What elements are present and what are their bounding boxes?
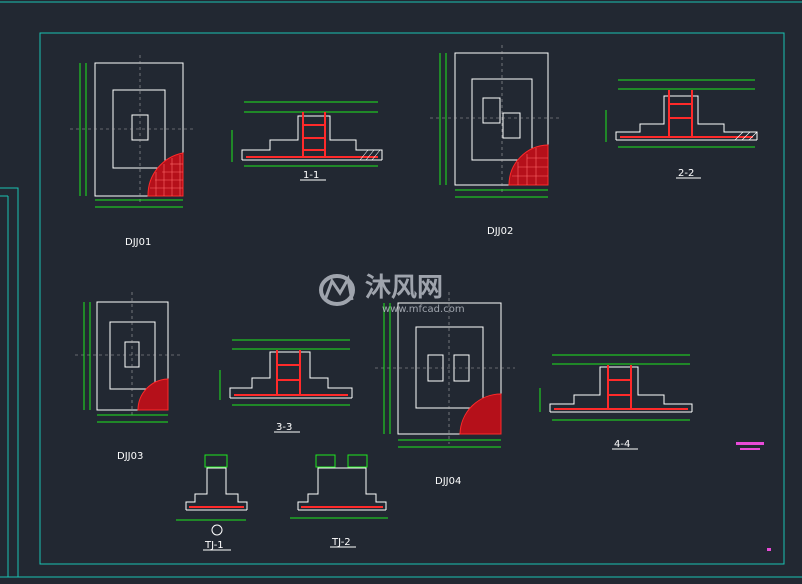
label-tj2: TJ-2: [331, 537, 351, 548]
label-4-4: 4-4: [614, 439, 630, 450]
label-djj04: DJJ04: [435, 476, 461, 487]
notes: [736, 442, 771, 551]
label-djj02: DJJ02: [487, 226, 513, 237]
label-djj03: DJJ03: [117, 451, 143, 462]
label-2-2: 2-2: [678, 168, 694, 179]
plan-djj01: DJJ01: [70, 55, 195, 248]
section-tj1: TJ-1: [176, 454, 248, 551]
section-1-1: 1-1: [231, 101, 383, 181]
section-tj2: TJ-2: [290, 454, 388, 548]
plan-djj04: DJJ04: [375, 292, 515, 487]
label-tj1: TJ-1: [204, 540, 224, 551]
watermark-url: www.mfcad.com: [382, 304, 465, 315]
section-3-3: 3-3: [219, 339, 353, 433]
section-2-2: 2-2: [605, 79, 758, 179]
watermark-brand: 沐风网: [365, 273, 443, 303]
section-4-4: 4-4: [539, 354, 693, 450]
mf-logo-icon: [319, 274, 355, 306]
label-3-3: 3-3: [276, 422, 292, 433]
label-djj01: DJJ01: [125, 237, 151, 248]
plan-djj02: DJJ02: [430, 45, 560, 237]
label-1-1: 1-1: [303, 170, 319, 181]
plan-djj03: DJJ03: [75, 292, 180, 462]
watermark: 沐风网 www.mfcad.com: [319, 273, 465, 315]
